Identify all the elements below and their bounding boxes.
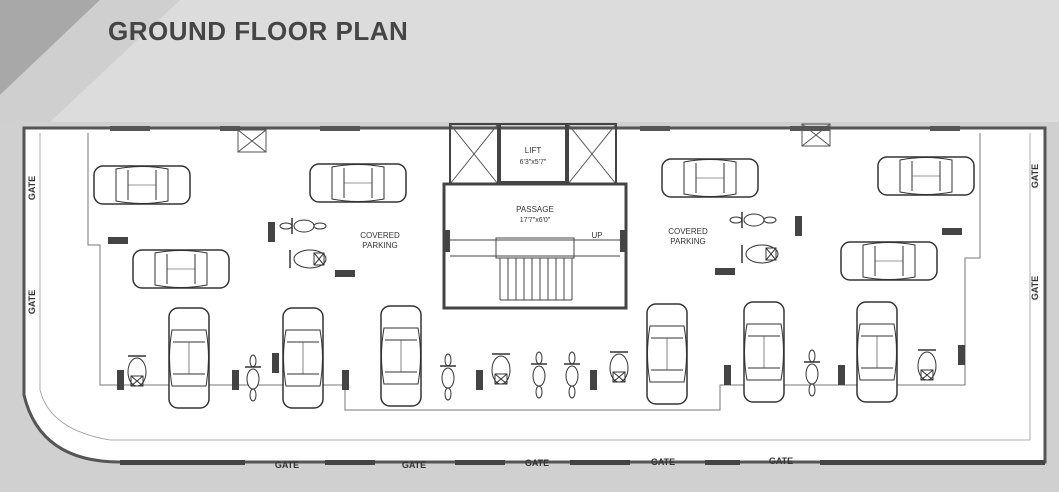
parking-right-label: PARKING bbox=[670, 237, 705, 246]
gate-bottom-4: GATE bbox=[651, 457, 675, 467]
shaft-right bbox=[801, 123, 831, 147]
car-icon bbox=[840, 241, 938, 281]
shaft-left bbox=[237, 129, 267, 153]
car-icon bbox=[132, 249, 230, 289]
bottom-wall-segments bbox=[120, 460, 1045, 465]
car-icon bbox=[646, 303, 688, 405]
passage-label: PASSAGE bbox=[516, 205, 554, 214]
car-icon bbox=[661, 158, 759, 198]
covered-right-label: COVERED bbox=[668, 227, 708, 236]
gate-bottom-5: GATE bbox=[769, 456, 793, 466]
top-wall-segments bbox=[110, 126, 960, 131]
car-icon bbox=[856, 301, 898, 403]
parking-left-label: PARKING bbox=[362, 241, 397, 250]
inner-boundary bbox=[39, 133, 1031, 441]
car-icon bbox=[743, 301, 785, 403]
gate-right-top: GATE bbox=[1030, 164, 1040, 188]
up-label: UP bbox=[591, 231, 602, 240]
car-icon bbox=[93, 165, 191, 205]
car-icon bbox=[282, 307, 324, 409]
car-icon bbox=[168, 307, 210, 409]
gate-left-bottom: GATE bbox=[27, 290, 37, 314]
car-icon bbox=[877, 156, 975, 196]
corner-band bbox=[0, 0, 180, 122]
pillars bbox=[108, 216, 965, 390]
gate-left-top: GATE bbox=[27, 176, 37, 200]
covered-left-label: COVERED bbox=[360, 231, 400, 240]
car-icon bbox=[380, 305, 422, 407]
page-title: GROUND FLOOR PLAN bbox=[108, 16, 409, 46]
gate-bottom-1: GATE bbox=[275, 460, 299, 470]
gate-right-bottom: GATE bbox=[1030, 276, 1040, 300]
car-icon bbox=[309, 163, 407, 203]
lift-label: LIFT bbox=[525, 146, 542, 155]
gate-bottom-2: GATE bbox=[402, 460, 426, 470]
inner-wall-lines bbox=[87, 133, 981, 411]
lift-size-label: 6'3"x5'7" bbox=[520, 159, 547, 166]
passage-size-label: 17'7"x6'0" bbox=[520, 217, 551, 224]
central-core bbox=[442, 123, 628, 310]
gate-bottom-3: GATE bbox=[525, 458, 549, 468]
